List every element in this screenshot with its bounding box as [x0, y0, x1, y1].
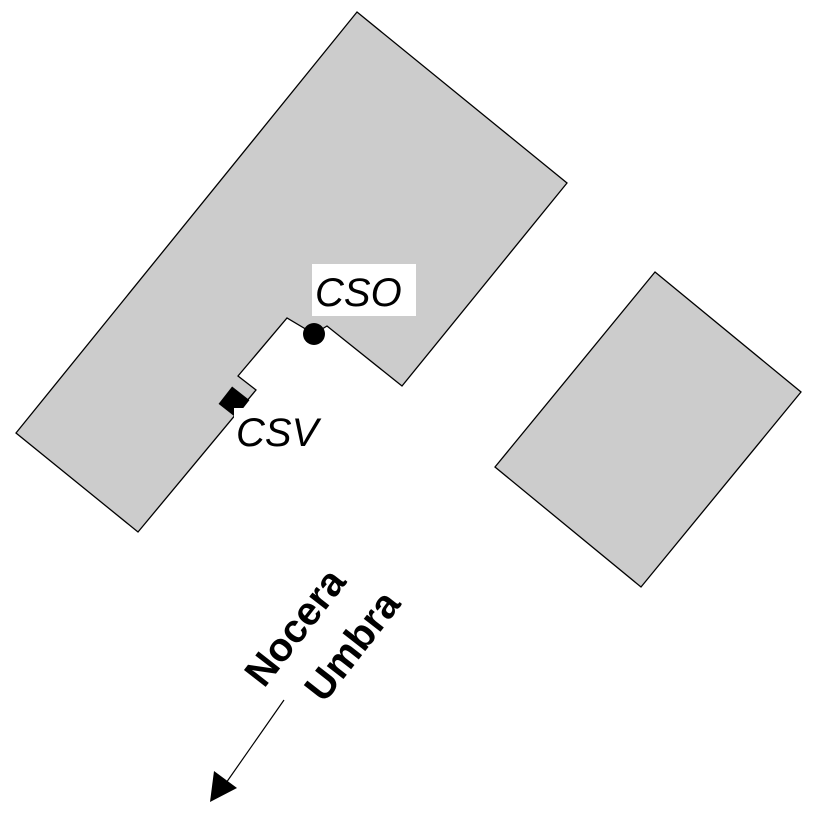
cso-label: CSO: [315, 271, 402, 315]
main-building: [15, 11, 568, 533]
csv-label-background: [234, 408, 334, 456]
arrow-shaft: [225, 699, 285, 784]
csv-label: CSV: [236, 411, 322, 455]
secondary-building: [494, 271, 802, 588]
cso-label-background: [312, 264, 416, 316]
cso-circle-icon: [303, 323, 325, 345]
arrow-icon: [210, 771, 237, 802]
